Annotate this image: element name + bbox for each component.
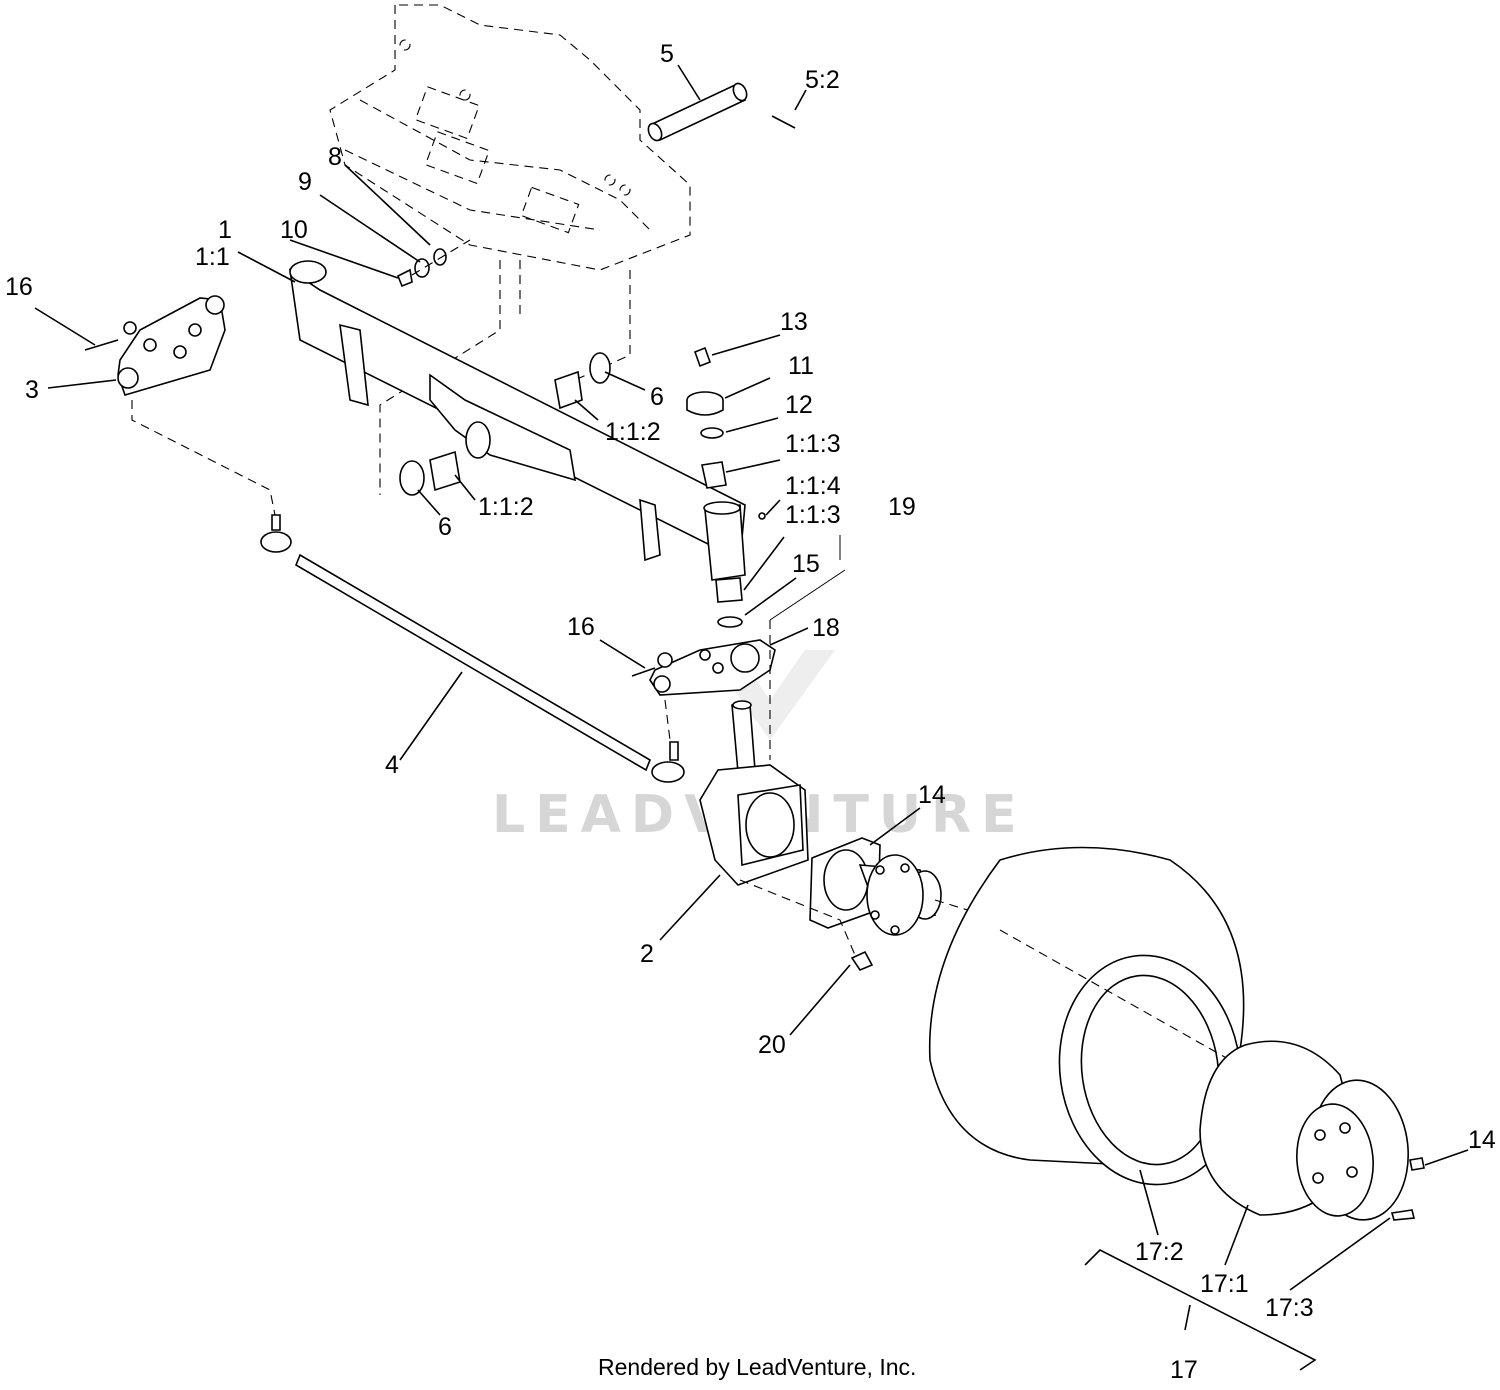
callout-8: 8 (328, 143, 342, 171)
callout-5: 5 (660, 40, 674, 68)
callout-17-3: 17:3 (1265, 1294, 1314, 1322)
rim (1199, 1040, 1425, 1221)
pivot-pin (647, 82, 796, 142)
bushings (399, 352, 611, 496)
steering-plate (84, 295, 226, 396)
tie-rod (131, 400, 685, 783)
kingpin-stack (686, 346, 766, 628)
callout-1-1-2a: 1:1:2 (605, 418, 661, 446)
callout-15: 15 (792, 550, 820, 578)
callout-14b: 14 (1468, 1126, 1496, 1154)
spindle (699, 620, 809, 886)
footer-credit: Rendered by LeadVenture, Inc. (598, 1354, 916, 1380)
callout-1-1-2b: 1:1:2 (478, 493, 534, 521)
callout-10: 10 (280, 216, 308, 244)
callout-1-1-3a: 1:1:3 (785, 430, 841, 458)
callout-1-1: 1:1 (195, 243, 230, 271)
washers-nut (396, 239, 471, 288)
callout-13: 13 (780, 308, 808, 336)
callout-16a: 16 (5, 273, 33, 301)
hub-assembly (739, 837, 1001, 971)
callout-1: 1 (218, 216, 232, 244)
callout-16b: 16 (567, 613, 595, 641)
callout-12: 12 (785, 391, 813, 419)
callout-1-1-3b: 1:1:3 (785, 501, 841, 529)
leader-lines (34, 64, 1469, 1371)
callout-6a: 6 (650, 383, 664, 411)
callout-17: 17 (1170, 1356, 1198, 1384)
callout-14a: 14 (918, 781, 946, 809)
steering-arm (631, 639, 776, 696)
callout-18: 18 (812, 614, 840, 642)
callout-17-2: 17:2 (1135, 1238, 1184, 1266)
callout-4: 4 (385, 751, 399, 779)
callout-6b: 6 (438, 513, 452, 541)
axle-beam (288, 260, 746, 562)
callout-labels: 5 5:2 8 9 10 1 1:1 16 3 13 11 6 12 1:1:2… (5, 40, 1496, 1384)
callout-19: 19 (888, 493, 916, 521)
callout-3: 3 (25, 376, 39, 404)
callout-9: 9 (298, 168, 312, 196)
callout-1-1-4: 1:1:4 (785, 472, 841, 500)
callout-2: 2 (640, 940, 654, 968)
callout-17-1: 17:1 (1200, 1270, 1249, 1298)
callout-11: 11 (788, 352, 814, 380)
callout-20: 20 (758, 1031, 786, 1059)
callout-5-2: 5:2 (805, 66, 840, 94)
tire (928, 846, 1245, 1186)
